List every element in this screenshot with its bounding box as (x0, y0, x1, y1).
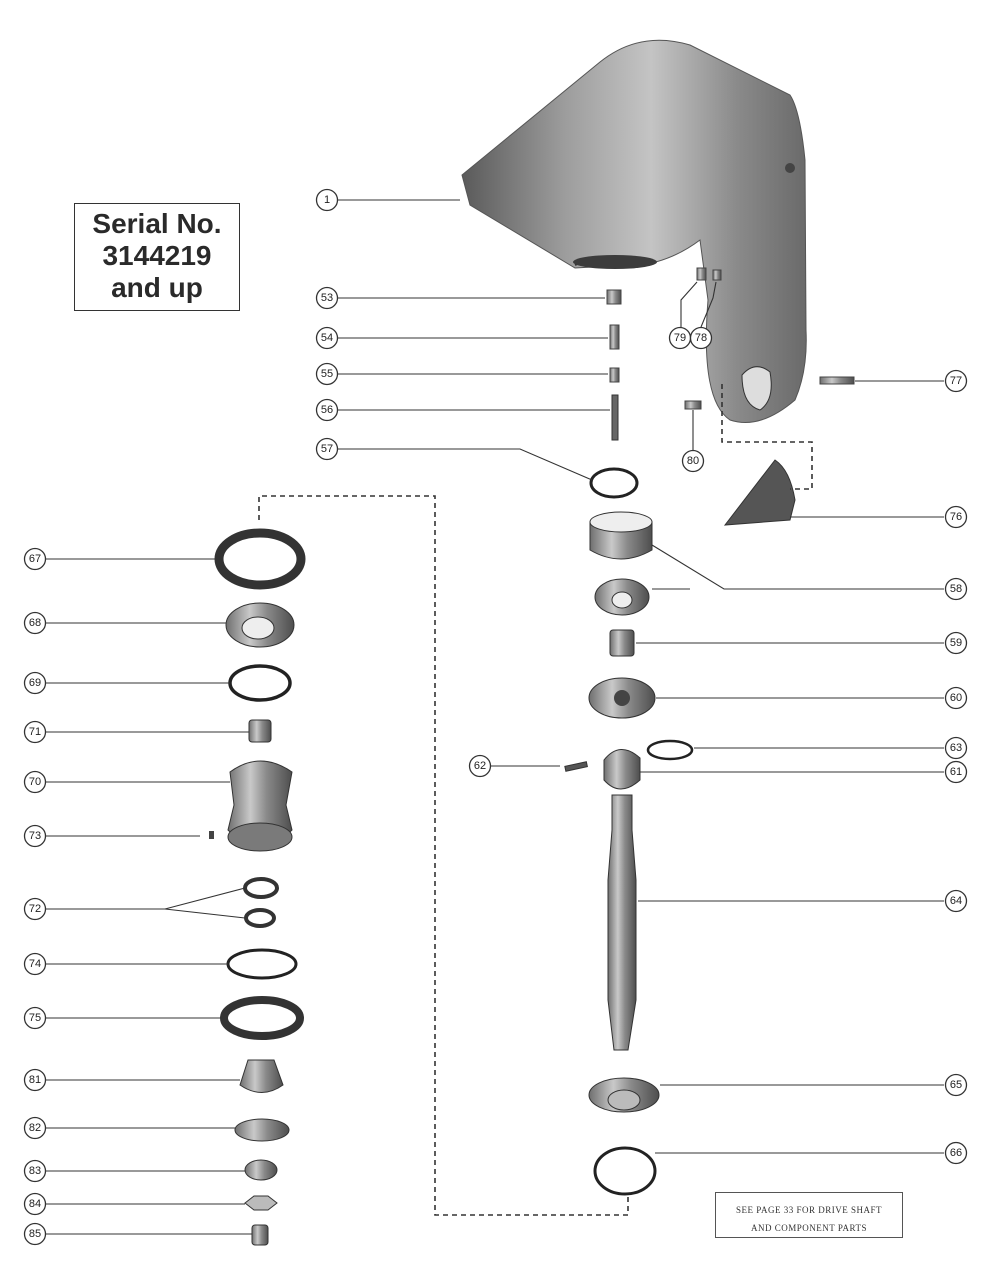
callout-label: 74 (29, 958, 41, 970)
callout-label: 71 (29, 726, 41, 738)
right-column-parts (564, 511, 694, 1196)
reference-note-box: SEE PAGE 33 FOR DRIVE SHAFT AND COMPONEN… (715, 1192, 903, 1238)
callout-63: 63 (944, 736, 968, 760)
callout-68: 68 (23, 611, 47, 635)
serial-line-3: and up (111, 272, 203, 303)
callout-label: 77 (950, 375, 962, 387)
callout-81: 81 (23, 1068, 47, 1092)
callout-66: 66 (944, 1141, 968, 1165)
callout-label: 82 (29, 1122, 41, 1134)
callout-76: 76 (944, 505, 968, 529)
callout-85: 85 (23, 1222, 47, 1246)
callout-82: 82 (23, 1116, 47, 1140)
callout-78: 78 (689, 326, 713, 350)
callout-label: 64 (950, 895, 962, 907)
callout-59: 59 (944, 631, 968, 655)
callout-67: 67 (23, 547, 47, 571)
callout-72: 72 (23, 897, 47, 921)
callout-57: 57 (315, 437, 339, 461)
callout-label: 73 (29, 830, 41, 842)
callout-61-right: 61 (944, 760, 968, 784)
callout-56: 56 (315, 398, 339, 422)
callout-label: 57 (321, 443, 333, 455)
callout-71: 71 (23, 720, 47, 744)
callout-73: 73 (23, 824, 47, 848)
left-column-parts (209, 528, 306, 1246)
callout-label: 65 (950, 1079, 962, 1091)
callout-84: 84 (23, 1192, 47, 1216)
note-line-1: SEE PAGE 33 FOR DRIVE SHAFT (736, 1205, 882, 1215)
callout-1: 1 (315, 188, 339, 212)
callout-label: 1 (324, 194, 330, 206)
callout-label: 59 (950, 637, 962, 649)
callout-label: 67 (29, 553, 41, 565)
callout-label: 85 (29, 1228, 41, 1240)
callout-label: 72 (29, 903, 41, 915)
callout-label: 84 (29, 1198, 41, 1210)
callout-75: 75 (23, 1006, 47, 1030)
note-line-2: AND COMPONENT PARTS (751, 1223, 867, 1233)
callout-label: 81 (29, 1074, 41, 1086)
serial-line-2: 3144219 (102, 240, 212, 271)
callout-79: 79 (668, 326, 692, 350)
small-parts-upper (589, 267, 855, 526)
callout-label: 80 (687, 455, 699, 467)
callout-label: 55 (321, 368, 333, 380)
callout-label: 75 (29, 1012, 41, 1024)
callout-label: 54 (321, 332, 333, 344)
callout-74: 74 (23, 952, 47, 976)
callout-64: 64 (944, 889, 968, 913)
callout-label: 62 (474, 760, 486, 772)
callout-55: 55 (315, 362, 339, 386)
callout-65: 65 (944, 1073, 968, 1097)
callout-label: 60 (950, 692, 962, 704)
callout-label: 58 (950, 583, 962, 595)
callout-60: 60 (944, 686, 968, 710)
callout-54: 54 (315, 326, 339, 350)
callout-label: 53 (321, 292, 333, 304)
callout-label: 70 (29, 776, 41, 788)
callout-label: 66 (950, 1147, 962, 1159)
callout-label: 61 (950, 766, 962, 778)
callout-80: 80 (681, 449, 705, 473)
callout-label: 68 (29, 617, 41, 629)
callout-62-right: 62 (468, 754, 492, 778)
callout-label: 78 (695, 332, 707, 344)
callout-69: 69 (23, 671, 47, 695)
callout-label: 56 (321, 404, 333, 416)
callout-83: 83 (23, 1159, 47, 1183)
callout-label: 63 (950, 742, 962, 754)
callout-70: 70 (23, 770, 47, 794)
serial-line-1: Serial No. (92, 208, 222, 239)
dashed-assembly-line-left (258, 495, 629, 1216)
callout-label: 69 (29, 677, 41, 689)
callout-label: 79 (674, 332, 686, 344)
leader-lines (46, 199, 944, 1235)
callout-58: 58 (944, 577, 968, 601)
callout-53: 53 (315, 286, 339, 310)
gear-housing-part (461, 39, 807, 423)
dashed-assembly-line-right (721, 384, 813, 490)
callout-label: 83 (29, 1165, 41, 1177)
callout-77: 77 (944, 369, 968, 393)
serial-number-box: Serial No. 3144219 and up (74, 203, 240, 311)
callout-label: 76 (950, 511, 962, 523)
